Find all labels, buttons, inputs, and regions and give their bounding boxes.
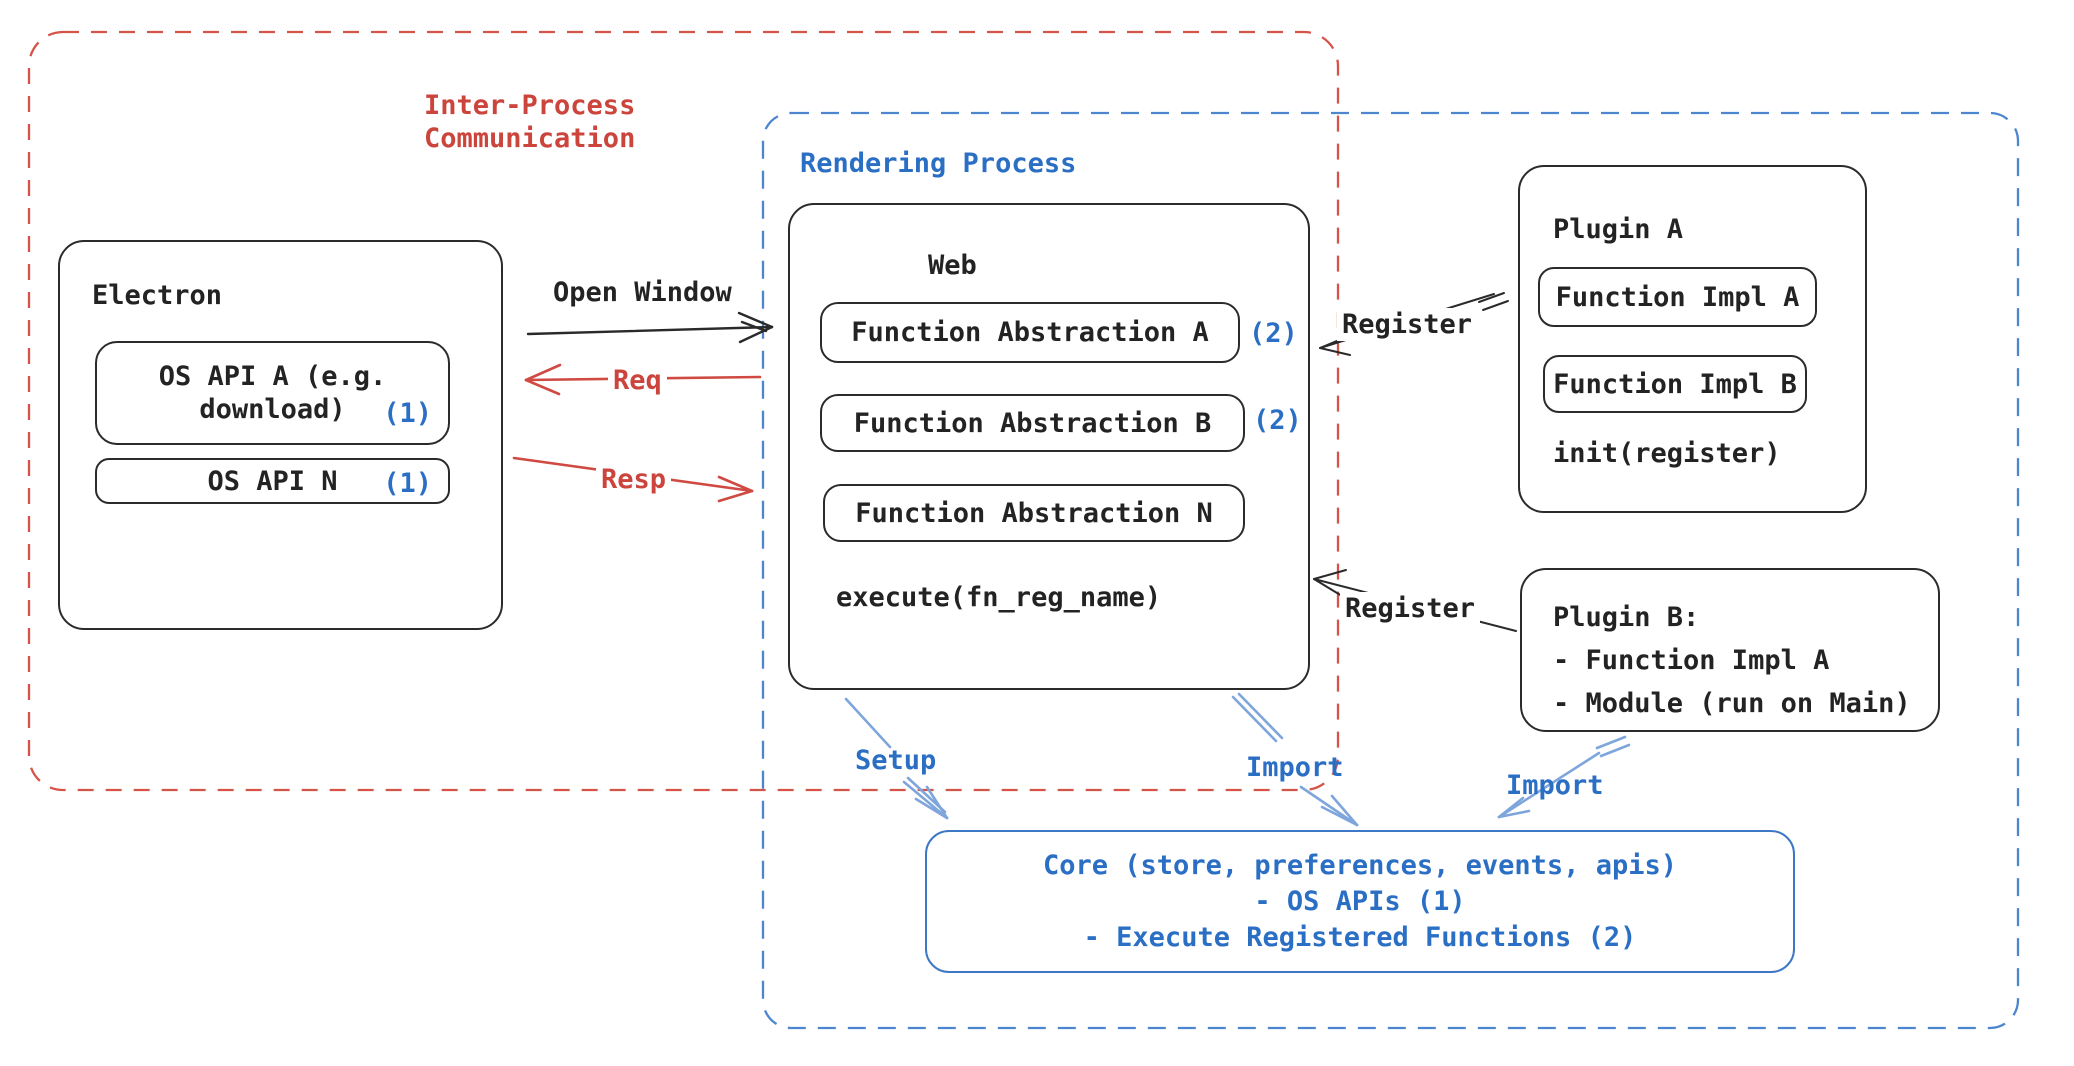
core-line-1: Core (store, preferences, events, apis): [1043, 849, 1677, 881]
import-mid-label: Import: [1246, 752, 1344, 783]
web-box: [788, 203, 1310, 690]
resp-label: Resp: [596, 463, 672, 496]
os-api-n-box: OS API N (1): [95, 458, 450, 504]
function-impl-b-box: Function Impl B: [1543, 355, 1807, 413]
plugin-b-item-2: - Module (run on Main): [1553, 688, 1911, 719]
os-api-a-badge: (1): [383, 398, 432, 429]
electron-title: Electron: [92, 280, 223, 311]
req-label: Req: [608, 364, 667, 397]
function-abstraction-b-box: Function Abstraction B: [820, 394, 1245, 452]
open-window-arrow: [526, 311, 774, 344]
plugin-b-box: [1520, 568, 1940, 732]
execute-label: execute(fn_reg_name): [836, 582, 1162, 613]
register-top-label: Register: [1337, 308, 1478, 341]
web-title: Web: [928, 250, 977, 281]
open-window-label: Open Window: [553, 277, 732, 308]
os-api-n-badge: (1): [383, 468, 432, 499]
plugin-a-title: Plugin A: [1553, 214, 1684, 245]
os-api-a-box: OS API A (e.g. download) (1): [95, 341, 450, 445]
rendering-group-label: Rendering Process: [800, 148, 1077, 179]
os-api-n-label: OS API N: [207, 465, 338, 497]
core-box: Core (store, preferences, events, apis) …: [925, 830, 1795, 973]
os-api-a-line1: OS API A (e.g.: [158, 361, 387, 392]
register-bottom-label: Register: [1340, 592, 1481, 625]
import-right-label: Import: [1506, 770, 1604, 801]
plugin-a-box: [1518, 165, 1867, 513]
os-api-a-line2: download): [199, 394, 346, 425]
function-impl-a-label: Function Impl A: [1555, 281, 1800, 313]
electron-box: [58, 240, 503, 630]
ipc-group-label: Inter-Process Communication: [424, 90, 636, 154]
function-abstraction-b-badge: (2): [1253, 405, 1302, 436]
setup-label: Setup: [855, 745, 937, 776]
function-impl-b-label: Function Impl B: [1553, 368, 1797, 400]
function-abstraction-a-label: Function Abstraction A: [851, 317, 1209, 348]
core-line-2: - OS APIs (1): [1254, 885, 1466, 917]
function-abstraction-n-label: Function Abstraction N: [855, 497, 1213, 529]
function-abstraction-b-label: Function Abstraction B: [853, 407, 1212, 439]
function-impl-a-box: Function Impl A: [1538, 267, 1817, 327]
init-register-label: init(register): [1553, 438, 1781, 469]
plugin-b-title: Plugin B:: [1553, 602, 1700, 633]
function-abstraction-a-box: Function Abstraction A: [820, 302, 1240, 363]
plugin-b-item-1: - Function Impl A: [1553, 645, 1830, 676]
function-abstraction-a-badge: (2): [1249, 318, 1298, 349]
core-line-3: - Execute Registered Functions (2): [1083, 921, 1637, 953]
function-abstraction-n-box: Function Abstraction N: [823, 484, 1245, 542]
